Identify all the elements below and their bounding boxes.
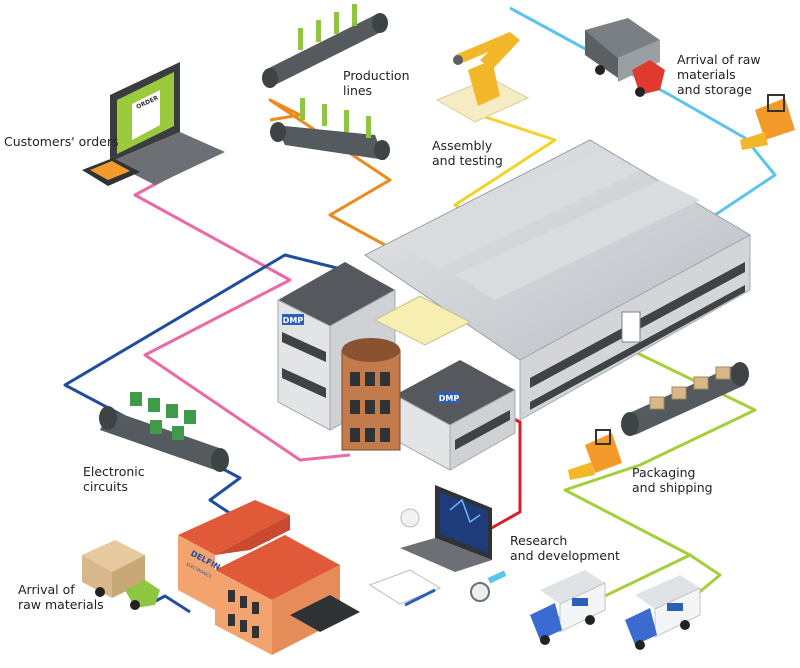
label-arrival-raw-storage: Arrival of raw materials and storage [677,52,761,97]
office-roof [278,262,395,326]
label-packaging-shipping: Packaging and shipping [632,465,713,495]
factory-logo-text-2: DMP [439,394,460,403]
label-research-development: Research and development [510,533,620,563]
forklift-top [740,94,795,150]
label-electronic-circuits: Electronic circuits [83,464,145,494]
orange-connection-line [268,98,392,247]
shipping-truck-2 [625,575,701,650]
electronics-line [99,392,229,472]
production-line-bottom [270,98,390,160]
label-customers-orders: Customers' orders [4,134,119,149]
forklift-bottom [568,429,622,480]
label-production-lines: Production lines [343,68,410,98]
research-laptop [368,485,507,607]
order-laptop: ORDER [82,62,225,186]
assembly-robot [435,32,530,123]
delfin-building: DELFIN ELECTRONICS [178,500,360,655]
factory-logo-text-1: DMP [283,316,304,325]
delivery-truck-top [585,18,665,97]
factory-logo-sign-2 [438,392,460,403]
label-assembly-testing: Assembly and testing [432,138,503,168]
packaging-line [621,362,749,436]
delivery-truck-bottom-left [82,540,160,610]
production-line-top [262,4,388,88]
factory-logo-sign-1 [282,314,304,325]
shipping-truck-1 [530,570,606,645]
factory-door [621,311,641,343]
label-arrival-raw-materials: Arrival of raw materials [18,582,104,612]
main-factory: DMP DMP [277,139,752,471]
green-connection-line [554,350,757,622]
